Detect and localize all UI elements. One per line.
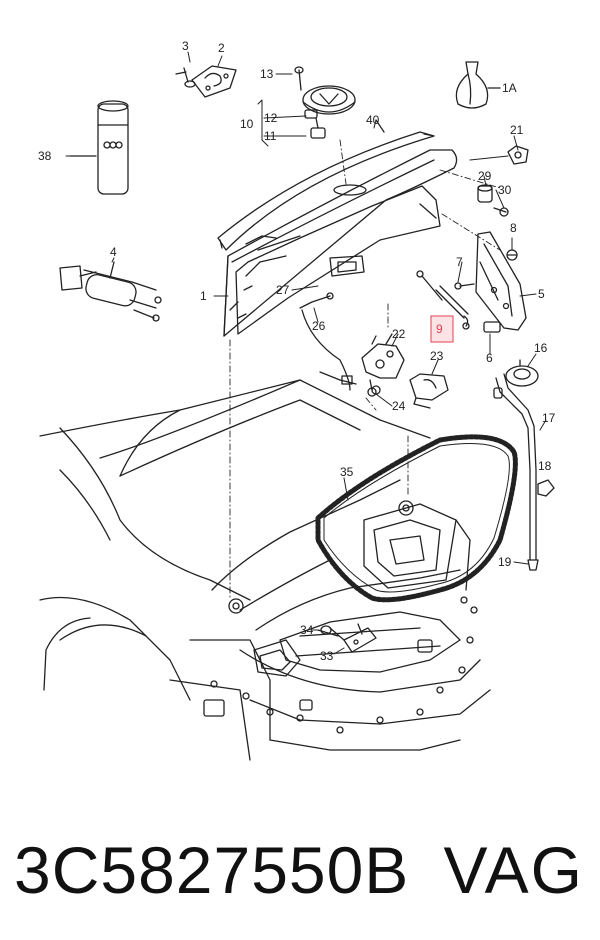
callout-27: 27 xyxy=(276,283,290,297)
callout-16: 16 xyxy=(534,341,548,355)
gas-strut-9 xyxy=(416,270,470,330)
assembly-lines xyxy=(229,139,501,601)
bag-1a xyxy=(455,61,501,109)
callout-12: 12 xyxy=(264,111,278,125)
callout-2: 2 xyxy=(218,41,225,55)
seal-35 xyxy=(315,434,518,603)
callout-1: 1 xyxy=(200,289,207,303)
damper-4 xyxy=(59,261,162,322)
callout-18: 18 xyxy=(538,459,552,473)
car-body xyxy=(39,379,491,761)
callout-3: 3 xyxy=(182,39,189,53)
grommet-16 xyxy=(505,359,539,387)
callout-26: 26 xyxy=(312,319,326,333)
callout-8: 8 xyxy=(510,221,517,235)
callout-9: 9 xyxy=(436,322,443,336)
bracket-5 xyxy=(454,231,527,333)
callout-10: 10 xyxy=(240,117,254,131)
pin-part-3 xyxy=(175,67,196,88)
callout-5: 5 xyxy=(538,287,545,301)
callout-35: 35 xyxy=(340,465,354,479)
bolt-34 xyxy=(317,625,345,641)
screw-30 xyxy=(493,207,509,217)
spray-can-38 xyxy=(69,100,129,195)
bolt-8 xyxy=(506,249,518,261)
footer: 3C5827550B VAG xyxy=(0,815,600,925)
callout-21: 21 xyxy=(510,123,524,137)
brand-label: VAG xyxy=(443,833,584,907)
drain-hose-17 xyxy=(493,373,539,571)
callout-19: 19 xyxy=(498,555,512,569)
callout-17: 17 xyxy=(542,411,556,425)
bushing-29 xyxy=(477,184,493,203)
clip-18 xyxy=(537,479,555,497)
clip-21 xyxy=(507,145,529,165)
callout-29: 29 xyxy=(478,169,492,183)
callout-38: 38 xyxy=(38,149,52,163)
callout-6: 6 xyxy=(486,351,493,365)
callout-22: 22 xyxy=(392,327,406,341)
hinge-part-2 xyxy=(191,65,237,98)
plate-33 xyxy=(343,623,377,653)
callout-40: 40 xyxy=(366,113,380,127)
striker-23 xyxy=(409,373,449,409)
callout-24: 24 xyxy=(392,399,406,413)
part-number: 3C5827550B xyxy=(14,833,410,907)
callout-30: 30 xyxy=(498,183,512,197)
callout-23: 23 xyxy=(430,349,444,363)
callout-11: 11 xyxy=(264,129,277,143)
lock-22 xyxy=(361,333,405,397)
leader-lines xyxy=(65,51,547,655)
trunk-lid-1 xyxy=(223,149,458,337)
callout-7: 7 xyxy=(456,255,463,269)
callout-1a: 1A xyxy=(502,81,517,95)
callout-13: 13 xyxy=(260,67,274,81)
emblem-assembly xyxy=(294,66,356,139)
spoiler-40 xyxy=(217,119,435,251)
parts-diagram: 3 2 13 12 10 11 40 1A 21 29 30 8 38 4 1 … xyxy=(38,39,556,761)
highlight-box-9 xyxy=(430,315,454,343)
callout-4: 4 xyxy=(110,245,117,259)
release-cable-26 xyxy=(299,292,357,391)
callout-33: 33 xyxy=(320,649,334,663)
callout-34: 34 xyxy=(300,623,314,637)
